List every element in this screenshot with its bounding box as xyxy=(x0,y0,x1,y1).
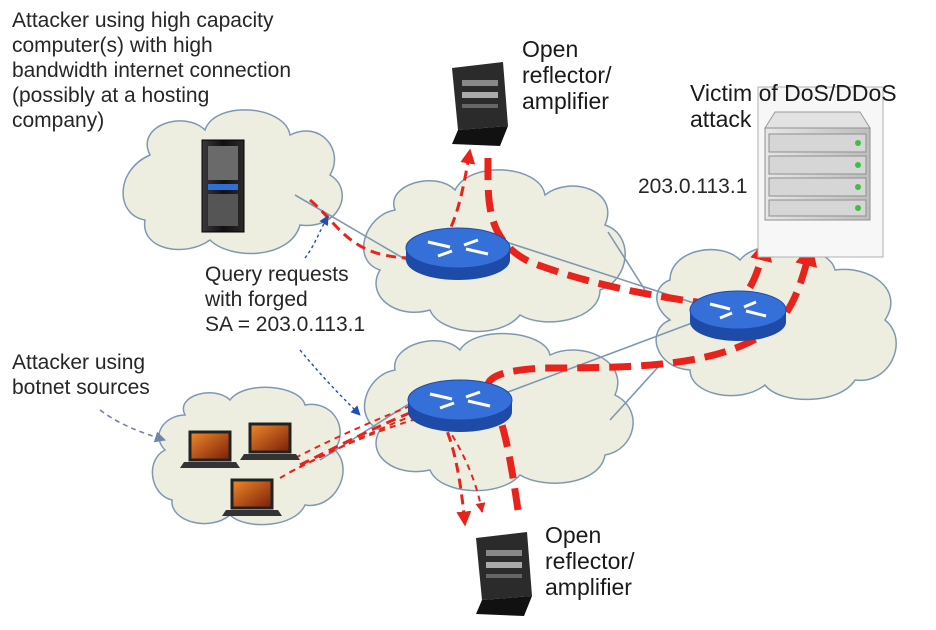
reflector-server-top xyxy=(452,62,508,146)
query-annotation-arrow-down xyxy=(299,349,361,416)
query-path-botnet-to-reflector-1 xyxy=(299,403,472,527)
botnet-annotation-arrow xyxy=(99,409,167,443)
reflector-server-bottom xyxy=(476,532,532,616)
attacker-rack-server xyxy=(201,139,245,233)
router-victim xyxy=(689,290,787,341)
botnet-laptop-3 xyxy=(222,478,282,516)
query-annotation-arrow-up xyxy=(304,215,329,259)
query-path-botnet-to-reflector-4 xyxy=(279,414,431,479)
attacker-high-capacity-label: Attacker using high capacity computer(s)… xyxy=(12,9,292,132)
link-router2-victim-router xyxy=(499,319,701,396)
query-path-botnet-to-reflector-2 xyxy=(294,398,486,513)
reflector-bottom-label: Open reflector/ amplifier xyxy=(545,522,635,600)
router-lower xyxy=(407,379,513,432)
link-router-cloud-edge xyxy=(607,231,646,291)
attacker-botnet-label: Attacker using botnet sources xyxy=(12,351,150,399)
victim-ip-label: 203.0.113.1 xyxy=(638,175,748,198)
link-router2-east xyxy=(609,364,661,421)
botnet-laptop-1 xyxy=(180,430,240,468)
victim-label: Victim of DoS/DDoS attack xyxy=(690,80,897,132)
link-attacker-router1 xyxy=(294,194,416,266)
router-upper xyxy=(405,227,511,280)
query-requests-label: Query requests with forged SA = 203.0.11… xyxy=(205,263,366,336)
botnet-laptop-2 xyxy=(240,422,300,460)
reflector-top-label: Open reflector/ amplifier xyxy=(522,36,612,114)
victim-server xyxy=(757,86,884,258)
